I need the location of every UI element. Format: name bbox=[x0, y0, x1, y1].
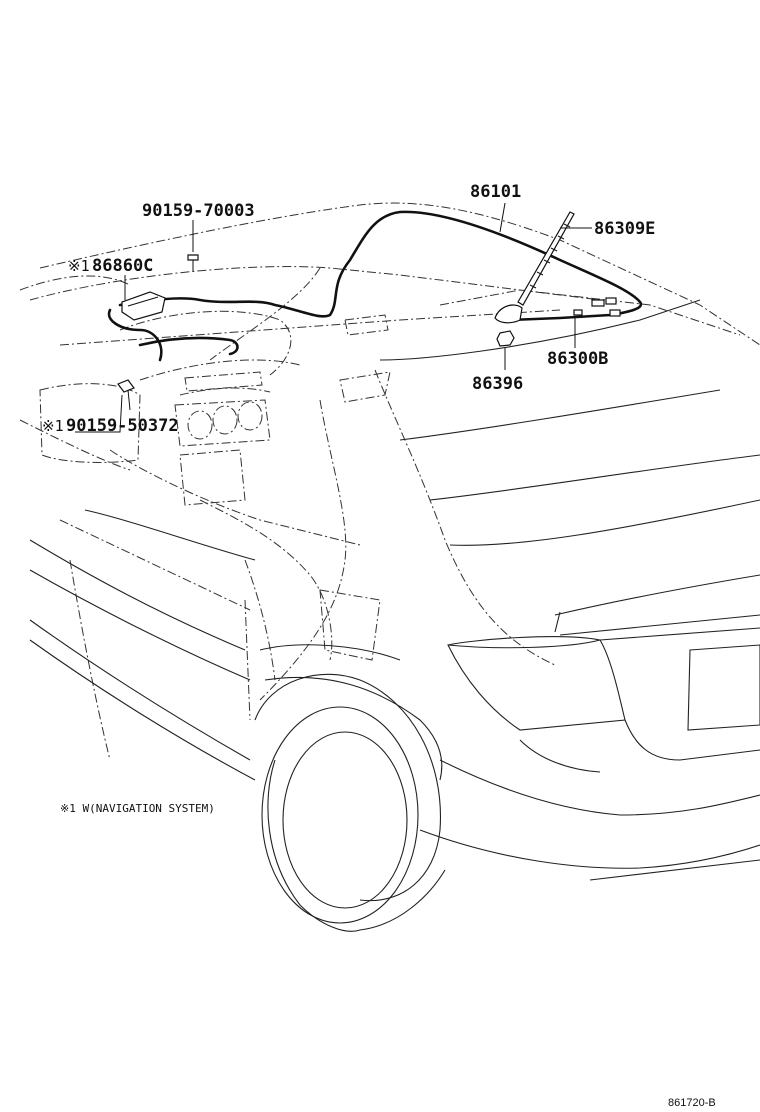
label-86101: 86101 bbox=[470, 182, 521, 202]
diagram-reference-code: 861720-B bbox=[668, 1097, 716, 1109]
antenna-cable bbox=[107, 210, 643, 362]
label-86860c-mark: ※1 bbox=[68, 257, 90, 275]
screw-90159-70003 bbox=[187, 254, 199, 272]
dashboard-outline bbox=[19, 275, 391, 661]
leader-lines bbox=[75, 202, 592, 433]
label-90159-50372: 90159-50372 bbox=[66, 416, 179, 436]
antenna-pole bbox=[517, 211, 575, 306]
antenna-nut bbox=[496, 330, 515, 347]
label-86396: 86396 bbox=[472, 374, 523, 394]
label-86860c: 86860C bbox=[92, 256, 153, 276]
label-86309e: 86309E bbox=[594, 219, 655, 239]
footnote-navigation-system: ※1 W(NAVIGATION SYSTEM) bbox=[60, 802, 215, 815]
amplifier-86860c bbox=[121, 291, 166, 321]
label-90159-50372-mark: ※1 bbox=[42, 417, 64, 435]
car-body-outline bbox=[19, 202, 760, 761]
rear-body-exterior bbox=[29, 299, 760, 932]
label-86300b: 86300B bbox=[547, 349, 608, 369]
antenna-base bbox=[494, 297, 621, 324]
screw-90159-50372 bbox=[117, 379, 135, 411]
label-90159-70003: 90159-70003 bbox=[142, 201, 255, 221]
